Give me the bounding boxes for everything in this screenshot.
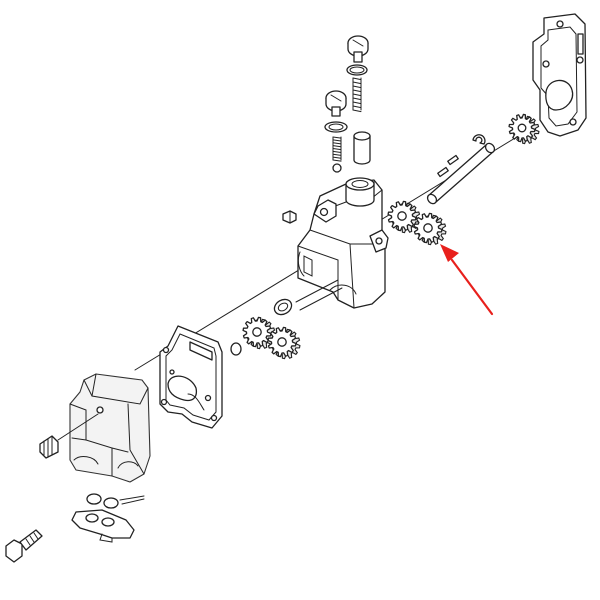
plug-screw bbox=[39, 435, 59, 459]
spring-upper bbox=[352, 77, 362, 113]
key-pin-1 bbox=[447, 154, 459, 166]
adjust-screw-upper bbox=[347, 35, 369, 63]
spring-lower bbox=[332, 136, 342, 162]
small-retaining-ring bbox=[230, 342, 242, 356]
pump-body bbox=[297, 177, 389, 309]
mounting-flange bbox=[71, 509, 135, 543]
small-nut bbox=[282, 210, 297, 224]
gear-lower-2 bbox=[267, 326, 301, 360]
relief-plunger bbox=[353, 131, 371, 165]
check-ball bbox=[332, 163, 342, 173]
thrust-washer bbox=[273, 298, 293, 316]
gear-top-right bbox=[508, 113, 540, 145]
callout-arrow bbox=[440, 244, 494, 316]
banjo-bolt bbox=[5, 529, 43, 563]
rear-cover-plate bbox=[532, 13, 587, 137]
lower-spindle bbox=[295, 279, 339, 303]
drive-shaft bbox=[426, 142, 496, 205]
o-ring-bottom-2 bbox=[103, 497, 119, 509]
key-pin-2 bbox=[437, 166, 449, 178]
pump-cover-housing bbox=[69, 373, 151, 483]
gasket bbox=[159, 325, 223, 429]
plug-leader-line bbox=[57, 413, 99, 441]
o-ring-bottom-1 bbox=[86, 493, 102, 505]
gear-upper bbox=[387, 200, 421, 234]
gear-lower-1 bbox=[242, 316, 276, 350]
o-ring-lower bbox=[324, 121, 348, 133]
snap-ring bbox=[472, 134, 486, 145]
gear-highlighted bbox=[413, 212, 447, 246]
adjust-screw-lower bbox=[325, 90, 347, 117]
